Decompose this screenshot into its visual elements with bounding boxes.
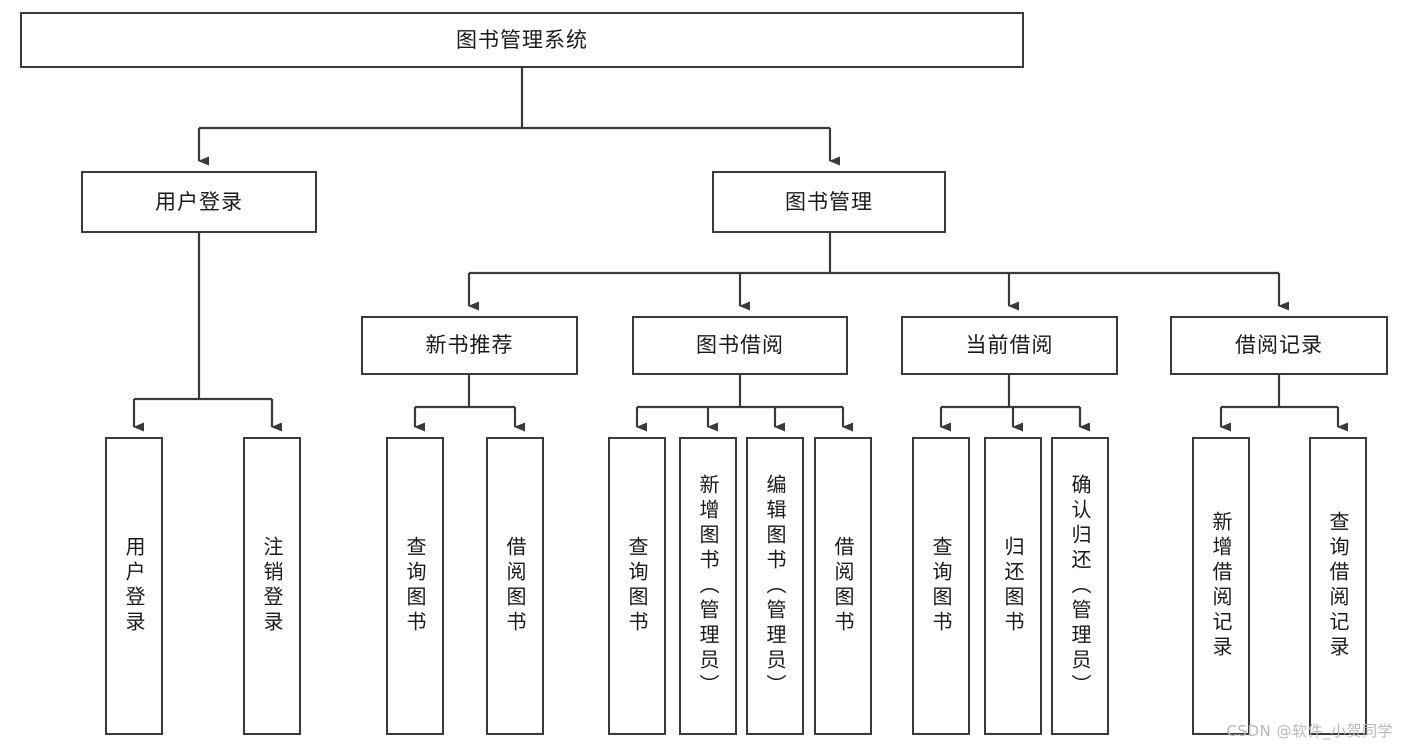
node-label: 借阅记录 <box>1235 333 1323 358</box>
node-leaf-query-book-2[interactable]: 查询图书 <box>608 437 666 735</box>
node-leaf-query-record[interactable]: 查询借阅记录 <box>1309 437 1367 735</box>
node-book-borrow[interactable]: 图书借阅 <box>632 316 848 375</box>
node-label: 查询图书 <box>403 536 427 636</box>
node-label: 新书推荐 <box>425 333 514 358</box>
node-leaf-logout[interactable]: 注销登录 <box>243 437 301 735</box>
node-leaf-borrow-book-2[interactable]: 借阅图书 <box>814 437 872 735</box>
node-leaf-return-book[interactable]: 归还图书 <box>984 437 1042 735</box>
node-user-login[interactable]: 用户登录 <box>81 171 317 233</box>
node-label: 编辑图书（管理员） <box>763 473 787 699</box>
node-label: 查询图书 <box>625 536 649 636</box>
node-label: 图书借阅 <box>696 333 784 358</box>
node-leaf-user-login[interactable]: 用户登录 <box>105 437 163 735</box>
node-label: 查询图书 <box>929 536 953 636</box>
node-leaf-edit-book[interactable]: 编辑图书（管理员） <box>746 437 804 735</box>
node-current-borrow[interactable]: 当前借阅 <box>901 316 1118 375</box>
node-new-book-recommend[interactable]: 新书推荐 <box>361 316 578 375</box>
edge-bookborrow-to-leaves <box>635 375 853 432</box>
node-label: 新增图书（管理员） <box>696 473 720 699</box>
node-label: 新增借阅记录 <box>1209 511 1233 661</box>
node-label: 确认归还（管理员） <box>1068 473 1092 699</box>
edge-borrowrecord-to-leaves <box>1219 375 1348 432</box>
node-label: 图书管理 <box>785 189 873 214</box>
node-leaf-query-book-3[interactable]: 查询图书 <box>912 437 970 735</box>
node-book-management[interactable]: 图书管理 <box>712 171 946 233</box>
node-borrow-record[interactable]: 借阅记录 <box>1170 316 1388 375</box>
edge-userlogin-to-leaves <box>132 233 282 432</box>
node-label: 注销登录 <box>260 536 284 636</box>
node-leaf-add-record[interactable]: 新增借阅记录 <box>1192 437 1250 735</box>
edge-currentborrow-to-leaves <box>939 375 1090 432</box>
edge-bookmgmt-to-level3 <box>467 233 1289 311</box>
node-label: 用户登录 <box>122 536 146 636</box>
node-label: 查询借阅记录 <box>1326 511 1350 661</box>
watermark-text: CSDN @软件_小贺同学 <box>1226 722 1393 740</box>
node-root-system[interactable]: 图书管理系统 <box>20 12 1024 68</box>
node-leaf-add-book[interactable]: 新增图书（管理员） <box>679 437 737 735</box>
node-label: 用户登录 <box>155 189 243 214</box>
node-label: 图书管理系统 <box>456 27 588 52</box>
node-leaf-query-book-1[interactable]: 查询图书 <box>386 437 444 735</box>
edge-root-to-level2 <box>197 68 840 166</box>
node-label: 借阅图书 <box>831 536 855 636</box>
edge-newbook-to-leaves <box>413 375 525 432</box>
node-label: 当前借阅 <box>965 333 1054 358</box>
node-leaf-confirm-return[interactable]: 确认归还（管理员） <box>1051 437 1109 735</box>
node-label: 归还图书 <box>1001 536 1025 636</box>
node-leaf-borrow-book-1[interactable]: 借阅图书 <box>486 437 544 735</box>
node-label: 借阅图书 <box>503 536 527 636</box>
